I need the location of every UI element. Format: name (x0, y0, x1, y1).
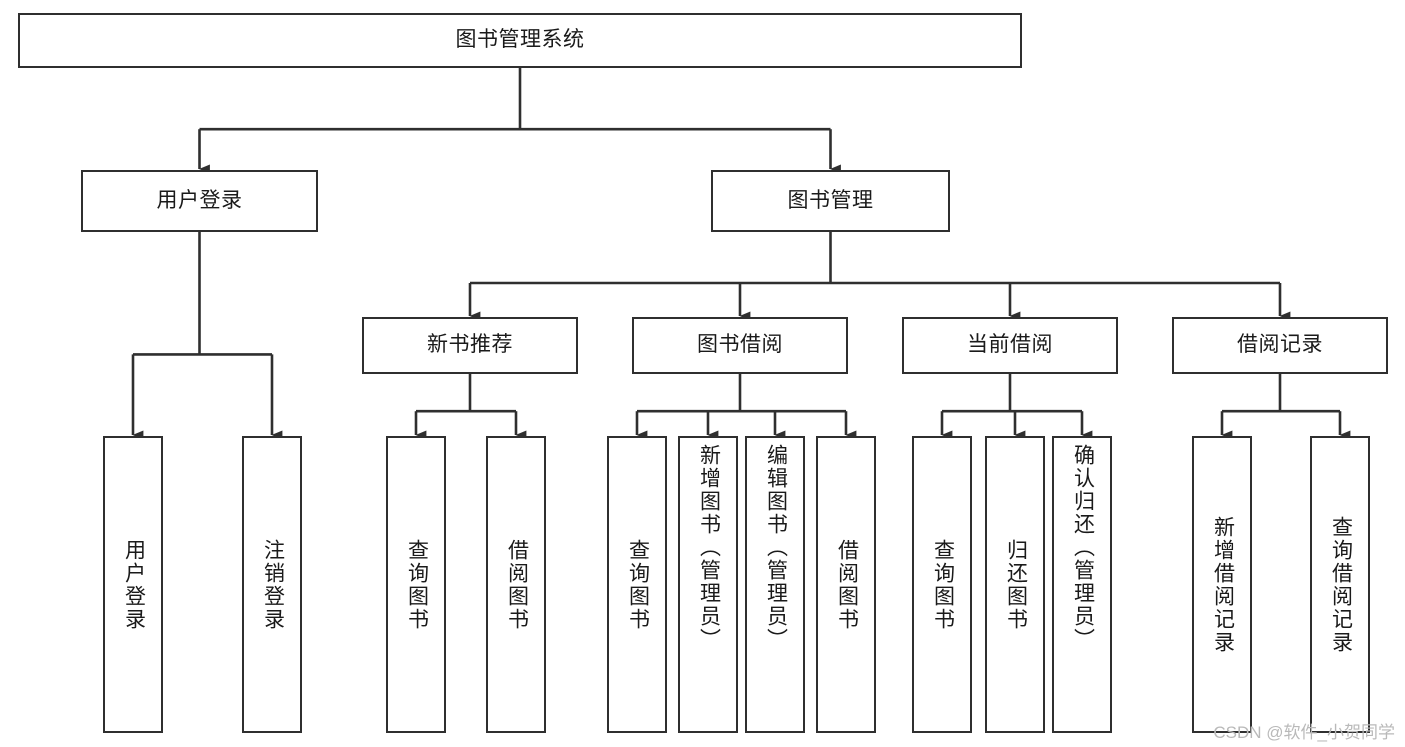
leaf-label-logout: 注销登录 (261, 538, 285, 631)
leaf-edit-book[interactable]: 编辑图书（管理员） (745, 436, 805, 733)
leaf-label-query-book-1: 查询图书 (405, 538, 429, 631)
leaf-query-book-3[interactable]: 查询图书 (912, 436, 972, 733)
node-label-user-login: 用户登录 (156, 188, 243, 212)
leaf-confirm-return[interactable]: 确认归还（管理员） (1052, 436, 1112, 733)
node-label-book-management: 图书管理 (787, 188, 874, 212)
node-current-borrowing[interactable]: 当前借阅 (902, 317, 1118, 374)
leaf-label-confirm-return: 确认归还（管理员） (1071, 444, 1095, 651)
leaf-label-query-record: 查询借阅记录 (1329, 515, 1353, 654)
node-label-book-borrowing: 图书借阅 (697, 333, 783, 357)
leaf-label-return-book: 归还图书 (1004, 538, 1028, 631)
leaf-add-book[interactable]: 新增图书（管理员） (678, 436, 738, 733)
leaf-label-query-book-2: 查询图书 (626, 538, 650, 631)
leaf-return-book[interactable]: 归还图书 (985, 436, 1045, 733)
node-label-root: 图书管理系统 (455, 28, 585, 52)
node-book-management[interactable]: 图书管理 (711, 170, 950, 232)
leaf-query-book-2[interactable]: 查询图书 (607, 436, 667, 733)
leaf-label-add-book: 新增图书（管理员） (697, 444, 721, 651)
leaf-logout[interactable]: 注销登录 (242, 436, 302, 733)
node-book-borrowing[interactable]: 图书借阅 (632, 317, 848, 374)
leaf-label-borrow-book-1: 借阅图书 (505, 538, 529, 631)
leaf-label-add-record: 新增借阅记录 (1211, 515, 1235, 654)
leaf-query-record[interactable]: 查询借阅记录 (1310, 436, 1370, 733)
leaf-query-book-1[interactable]: 查询图书 (386, 436, 446, 733)
leaf-user-login[interactable]: 用户登录 (103, 436, 163, 733)
node-label-borrowing-record: 借阅记录 (1237, 333, 1323, 357)
node-label-current-borrowing: 当前借阅 (967, 333, 1053, 357)
leaf-label-user-login: 用户登录 (122, 538, 146, 631)
node-root[interactable]: 图书管理系统 (18, 13, 1022, 68)
leaf-label-query-book-3: 查询图书 (931, 538, 955, 631)
leaf-label-borrow-book-2: 借阅图书 (835, 538, 859, 631)
node-user-login[interactable]: 用户登录 (81, 170, 318, 232)
leaf-borrow-book-2[interactable]: 借阅图书 (816, 436, 876, 733)
watermark: CSDN @软件_小贺同学 (1213, 723, 1395, 742)
leaf-borrow-book-1[interactable]: 借阅图书 (486, 436, 546, 733)
node-label-new-book-recommendation: 新书推荐 (427, 333, 513, 357)
node-new-book-recommendation[interactable]: 新书推荐 (362, 317, 578, 374)
node-borrowing-record[interactable]: 借阅记录 (1172, 317, 1388, 374)
leaf-label-edit-book: 编辑图书（管理员） (764, 444, 788, 651)
leaf-add-record[interactable]: 新增借阅记录 (1192, 436, 1252, 733)
